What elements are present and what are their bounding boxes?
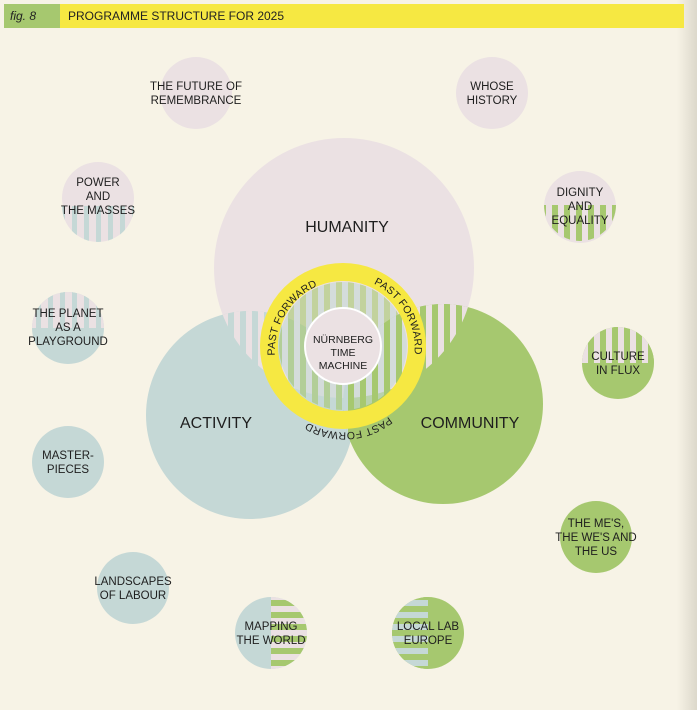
humanity-label: HUMANITY xyxy=(305,219,389,236)
svg-text:THE WE'S AND: THE WE'S AND xyxy=(555,532,636,544)
svg-text:IN FLUX: IN FLUX xyxy=(596,365,640,377)
time-machine-core xyxy=(304,307,382,385)
theme-mapping-the-world: MAPPING THE WORLD xyxy=(235,597,307,669)
activity-label: ACTIVITY xyxy=(180,415,252,432)
theme-local-lab-europe: LOCAL LAB EUROPE xyxy=(392,597,464,669)
svg-text:MASTER-: MASTER- xyxy=(42,450,94,462)
theme-planet-as-playground: THE PLANET AS A PLAYGROUND xyxy=(28,292,108,364)
svg-text:CULTURE: CULTURE xyxy=(591,351,645,363)
center-line-2: TIME xyxy=(330,347,355,359)
svg-text:HISTORY: HISTORY xyxy=(467,95,518,107)
theme-power-and-the-masses: POWER AND THE MASSES xyxy=(61,162,135,242)
svg-text:EQUALITY: EQUALITY xyxy=(552,215,609,227)
svg-text:LANDSCAPES: LANDSCAPES xyxy=(94,576,172,588)
svg-text:PLAYGROUND: PLAYGROUND xyxy=(28,336,108,348)
theme-whose-history: WHOSE HISTORY xyxy=(456,57,528,129)
theme-future-of-remembrance: THE FUTURE OF REMEMBRANCE xyxy=(150,57,242,129)
theme-landscapes-of-labour: LANDSCAPES OF LABOUR xyxy=(94,552,172,624)
svg-text:DIGNITY: DIGNITY xyxy=(557,187,604,199)
svg-text:POWER: POWER xyxy=(76,177,119,189)
figure-title: PROGRAMME STRUCTURE FOR 2025 xyxy=(60,4,684,28)
svg-text:REMEMBRANCE: REMEMBRANCE xyxy=(151,95,242,107)
svg-text:LOCAL LAB: LOCAL LAB xyxy=(397,621,460,633)
svg-text:THE ME'S,: THE ME'S, xyxy=(568,518,625,530)
svg-text:AS A: AS A xyxy=(55,322,81,334)
theme-masterpieces: MASTER- PIECES xyxy=(32,426,104,498)
svg-text:MAPPING: MAPPING xyxy=(244,621,297,633)
svg-text:THE WORLD: THE WORLD xyxy=(237,635,306,647)
svg-text:AND: AND xyxy=(568,201,592,213)
svg-text:EUROPE: EUROPE xyxy=(404,635,453,647)
svg-text:THE US: THE US xyxy=(575,546,618,558)
figure-number: fig. 8 xyxy=(4,4,60,28)
svg-text:AND: AND xyxy=(86,191,110,203)
theme-mes-wes-us: THE ME'S, THE WE'S AND THE US xyxy=(555,501,637,573)
svg-text:OF LABOUR: OF LABOUR xyxy=(100,590,166,602)
figure-header: fig. 8 PROGRAMME STRUCTURE FOR 2025 xyxy=(4,4,684,28)
svg-text:THE MASSES: THE MASSES xyxy=(61,205,135,217)
theme-culture-in-flux: CULTURE IN FLUX xyxy=(582,327,654,399)
center-line-1: NÜRNBERG xyxy=(313,334,373,346)
svg-text:PIECES: PIECES xyxy=(47,464,90,476)
svg-text:THE FUTURE OF: THE FUTURE OF xyxy=(150,81,242,93)
center-line-3: MACHINE xyxy=(319,360,367,372)
svg-text:WHOSE: WHOSE xyxy=(470,81,514,93)
page-edge-shadow xyxy=(677,0,697,710)
theme-dignity-and-equality: DIGNITY AND EQUALITY xyxy=(544,171,616,243)
past-forward-ring xyxy=(260,263,426,429)
svg-text:THE PLANET: THE PLANET xyxy=(33,308,104,320)
community-label: COMMUNITY xyxy=(421,415,520,432)
